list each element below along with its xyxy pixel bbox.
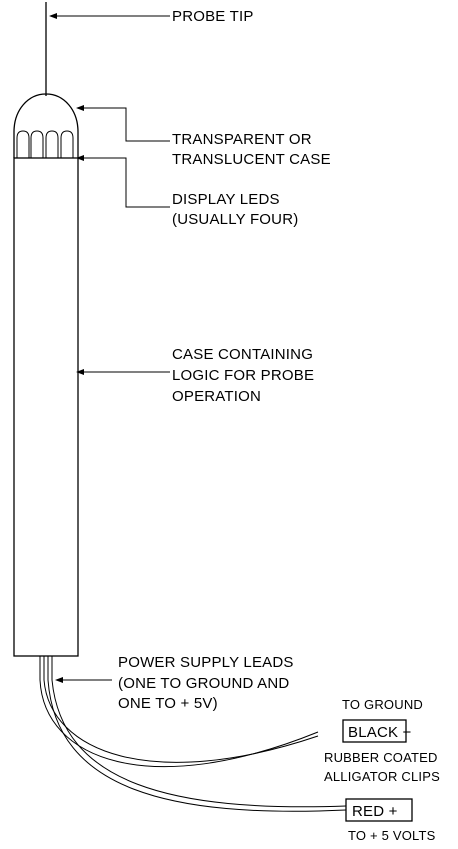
label-power-line1: POWER SUPPLY LEADS (118, 654, 294, 671)
label-logic-line1: CASE CONTAINING (172, 346, 313, 363)
label-clips-line1: RUBBER COATED (324, 750, 438, 765)
label-power-line3: ONE TO + 5V) (118, 695, 218, 712)
lead-red (47, 656, 347, 812)
label-probe-tip: PROBE TIP (172, 8, 254, 25)
label-leds-line1: DISPLAY LEDS (172, 191, 280, 208)
led-4 (60, 130, 74, 158)
logic-case-body (13, 157, 79, 657)
led-2 (30, 130, 44, 158)
label-logic-line3: OPERATION (172, 388, 261, 405)
label-case-line1: TRANSPARENT OR (172, 131, 312, 148)
probe-tip-arrowhead (49, 13, 57, 19)
label-clips-line2: ALLIGATOR CLIPS (324, 769, 440, 784)
label-red-clip: RED + (352, 803, 398, 820)
leds-arrowhead (76, 155, 84, 161)
display-leds (16, 130, 74, 158)
label-to-ground: TO GROUND (342, 697, 423, 712)
label-to-5v: TO + 5 VOLTS (348, 828, 436, 843)
lead-black-inner (43, 656, 319, 763)
label-power-line2: (ONE TO GROUND AND (118, 675, 289, 692)
power-arrowhead (55, 677, 63, 683)
led-3 (45, 130, 59, 158)
label-leds-line2: (USUALLY FOUR) (172, 211, 298, 228)
black-clip-box (342, 719, 407, 743)
label-logic-line2: LOGIC FOR PROBE (172, 367, 314, 384)
led-1 (16, 130, 30, 158)
transparent-case-dome (13, 93, 79, 158)
red-clip-box (345, 798, 413, 822)
leds-leader (79, 157, 170, 208)
label-case-line2: TRANSLUCENT CASE (172, 151, 331, 168)
case-leader (79, 107, 170, 142)
logic-arrowhead (76, 369, 84, 375)
case-arrowhead (76, 105, 84, 111)
label-black-clip: BLACK − (348, 724, 412, 741)
power-supply-leads (39, 656, 347, 812)
lead-red-inner (51, 656, 347, 808)
